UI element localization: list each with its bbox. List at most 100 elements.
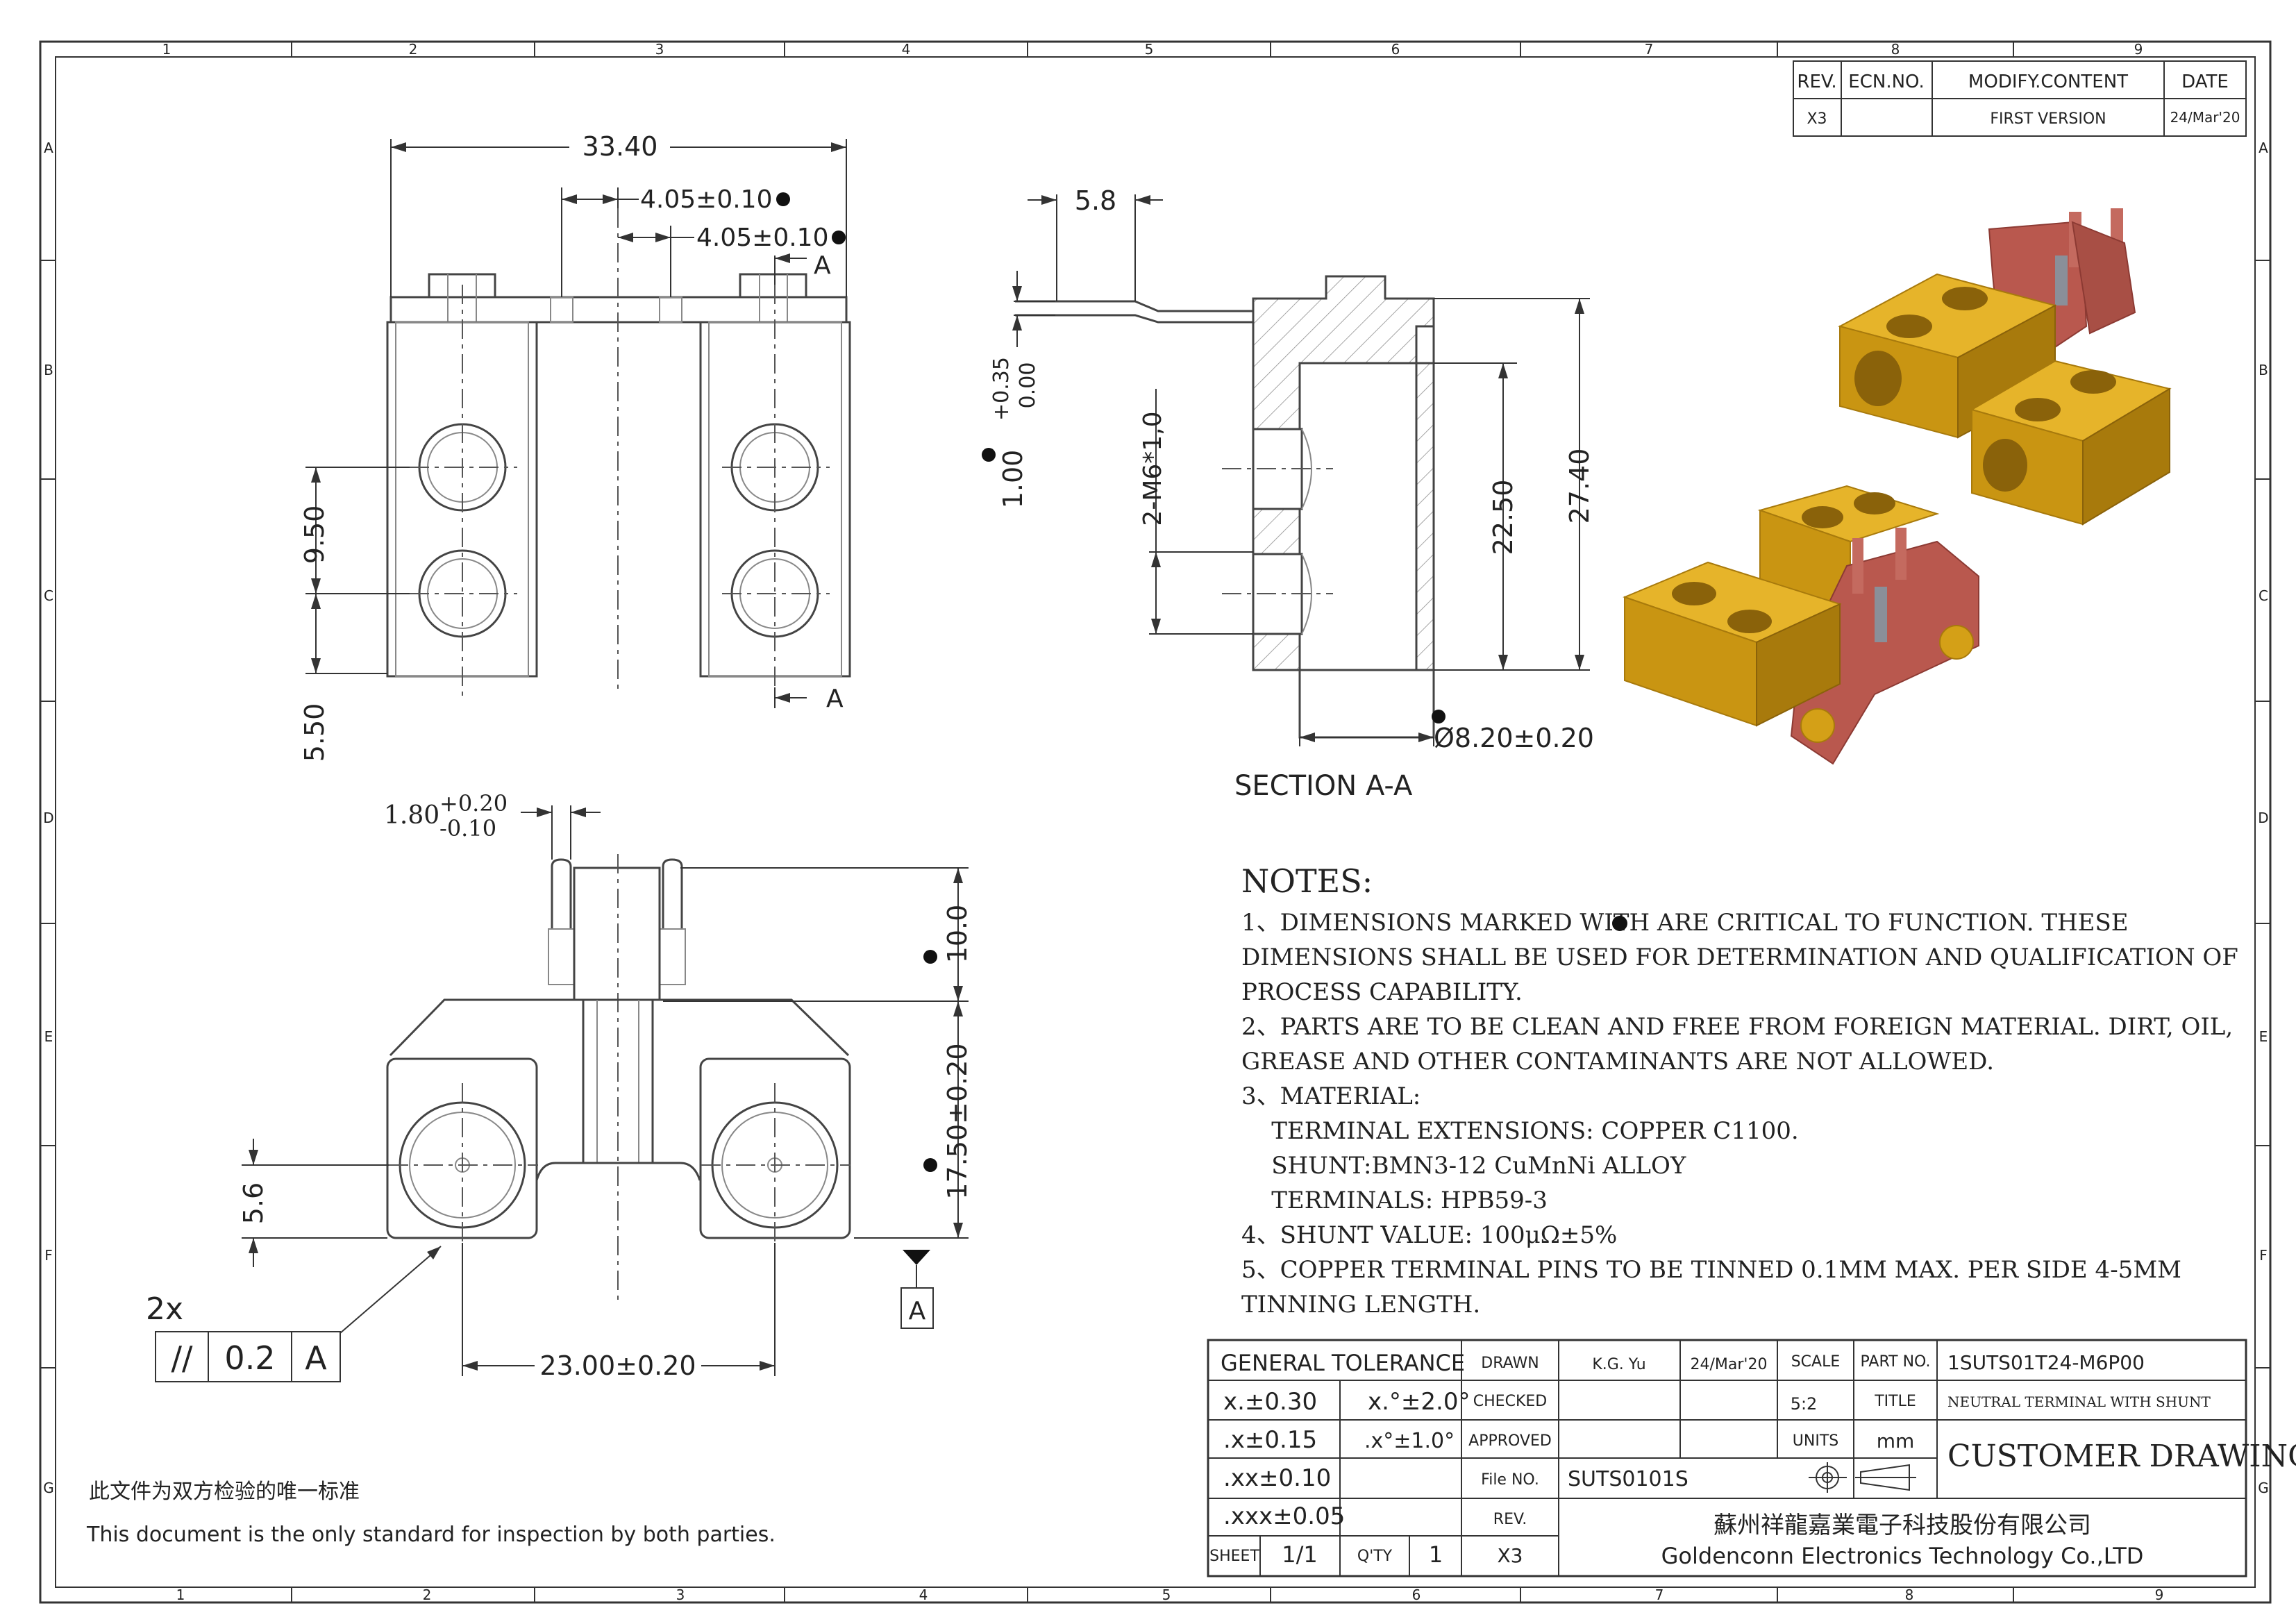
note-line: 3、MATERIAL: [1241, 1082, 1421, 1110]
file-no-label: File NO. [1481, 1471, 1539, 1489]
dim-section-pin-thickness: 1.00 [998, 450, 1028, 509]
row-letter-b: B [44, 362, 53, 378]
tolerance-linear-1: .x±0.15 [1223, 1426, 1317, 1454]
tolerance-angular-0: x.°±2.0° [1368, 1388, 1470, 1416]
row-letter-d: D [43, 810, 53, 826]
dim-section-pin-tol-upper: +0.35 [989, 357, 1014, 421]
note-line: 1、DIMENSIONS MARKED WITH ARE CRITICAL TO… [1241, 909, 2129, 937]
row-letter-a-right: A [2259, 140, 2268, 156]
drawn-by: K.G. Yu [1592, 1356, 1645, 1373]
dim-section-pin-tol-lower: 0.00 [1016, 362, 1040, 409]
top-view: 33.40 4.05±0.10 4.05±0.10 A A 9.50 5.50 [299, 131, 851, 762]
title-block: GENERAL TOLERANCE x.±0.30 x.°±2.0° .x±0.… [1207, 1339, 2296, 1577]
fcf-tolerance-value: 0.2 [224, 1339, 275, 1377]
drawn-date: 24/Mar'20 [1691, 1356, 1768, 1373]
row-letter-a: A [44, 140, 53, 156]
dim-depth-inner: 22.50 [1488, 480, 1518, 555]
col-num-4-bottom: 4 [919, 1587, 928, 1603]
critical-marker [1612, 916, 1627, 931]
frame: 1 2 3 4 5 6 7 8 9 1 2 3 4 5 6 7 8 9 A B … [39, 40, 2272, 1604]
tolerance-linear-0: x.±0.30 [1223, 1388, 1317, 1416]
row-letter-c: C [44, 587, 53, 604]
approved-label: APPROVED [1468, 1432, 1552, 1450]
scale-value: 5:2 [1791, 1394, 1818, 1414]
revision-table: REV. ECN.NO. MODIFY.CONTENT DATE X3 FIRS… [1793, 60, 2247, 137]
dim-bottom-pin-width: 1.80 [384, 801, 439, 830]
col-num-6-bottom: 6 [1412, 1587, 1421, 1603]
dim-bottom-pin-tol-lower: -0.10 [439, 815, 496, 842]
row-letter-g: G [43, 1480, 54, 1496]
part-no-label: PART NO. [1861, 1353, 1931, 1371]
notes: NOTES: 1、DIMENSIONS MARKED WITH ARE CRIT… [1241, 862, 2238, 1319]
critical-marker [982, 448, 996, 462]
checked-label: CHECKED [1473, 1393, 1547, 1410]
rev-header-rev: REV. [1797, 72, 1836, 92]
tolerance-linear-2: .xx±0.10 [1223, 1464, 1331, 1492]
fcf-parallelism-icon: // [171, 1339, 193, 1377]
iso-render [1623, 208, 2172, 765]
row-letter-f-right: F [2259, 1247, 2268, 1264]
title-value: NEUTRAL TERMINAL WITH SHUNT [1947, 1393, 2211, 1410]
footer-en: This document is the only standard for i… [86, 1523, 776, 1547]
col-num-4: 4 [902, 41, 911, 58]
qty-value: 1 [1429, 1541, 1443, 1568]
col-num-8: 8 [1891, 41, 1900, 58]
tolerance-linear-3: .xxx±0.05 [1223, 1502, 1345, 1530]
critical-marker [1432, 710, 1446, 723]
col-num-9: 9 [2134, 41, 2143, 58]
file-no-value: SUTS0101S [1568, 1467, 1689, 1491]
qty-label: Q'TY [1357, 1548, 1393, 1565]
datum-label: A [909, 1297, 926, 1325]
dim-pitch-1: 4.05±0.10 [640, 185, 772, 214]
footer-cn: 此文件为双方检验的唯一标准 [89, 1480, 360, 1504]
col-num-2: 2 [409, 41, 418, 58]
note-line: TERMINALS: HPB59-3 [1241, 1187, 1548, 1214]
sheet-label: SHEET [1209, 1548, 1259, 1565]
part-no-value: 1SUTS01T24-M6P00 [1947, 1351, 2145, 1374]
col-num-7-bottom: 7 [1655, 1587, 1664, 1603]
title-label: TITLE [1874, 1393, 1916, 1410]
section-marker-bottom: A [826, 685, 844, 713]
col-num-8-bottom: 8 [1905, 1587, 1914, 1603]
rev-value-block: X3 [1498, 1544, 1523, 1567]
rev-date-value: 24/Mar'20 [2170, 109, 2240, 126]
note-line: TERMINAL EXTENSIONS: COPPER C1100. [1241, 1117, 1799, 1145]
dim-overall-width: 33.40 [583, 131, 658, 162]
dim-hole-offset: 5.50 [299, 703, 330, 762]
row-letter-b-right: B [2259, 362, 2268, 378]
note-line: GREASE AND OTHER CONTAMINANTS ARE NOT AL… [1241, 1048, 1994, 1075]
col-num-6: 6 [1391, 41, 1400, 58]
note-line: DIMENSIONS SHALL BE USED FOR DETERMINATI… [1241, 944, 2238, 971]
row-letter-e-right: E [2259, 1028, 2268, 1045]
row-letter-g-right: G [2258, 1480, 2269, 1496]
drawing-type: CUSTOMER DRAWING [1947, 1439, 2296, 1474]
dim-section-pin-width: 5.8 [1075, 185, 1116, 216]
rev-header-content: MODIFY.CONTENT [1968, 72, 2128, 92]
col-num-7: 7 [1645, 41, 1654, 58]
dim-body-height: 17.50±0.20 [942, 1043, 973, 1199]
col-num-3-bottom: 3 [676, 1587, 685, 1603]
fcf-datum-ref: A [305, 1339, 327, 1377]
col-num-1-bottom: 1 [176, 1587, 185, 1603]
footer: 此文件为双方检验的唯一标准 This document is the only … [86, 1480, 776, 1547]
rev-label: REV. [1493, 1511, 1527, 1528]
dim-bottom-hole-offset: 5.6 [238, 1182, 269, 1224]
row-letter-f: F [44, 1247, 53, 1264]
row-letter-d-right: D [2258, 810, 2268, 826]
critical-marker [923, 950, 937, 964]
bottom-view: 1.80 +0.20 -0.10 10.0 17.50±0.20 A 5.6 2… [146, 790, 973, 1382]
col-num-5: 5 [1145, 41, 1154, 58]
rev-header-ecn: ECN.NO. [1848, 72, 1924, 92]
critical-marker [832, 231, 846, 244]
dim-thread-callout: 2-M6*1,0 [1139, 411, 1167, 526]
col-num-1: 1 [162, 41, 171, 58]
sheet-value: 1/1 [1282, 1541, 1318, 1568]
dim-bore-diameter: Ø8.20±0.20 [1434, 723, 1594, 753]
projection-symbol-icon [1809, 1462, 1916, 1493]
fcf-count: 2x [146, 1291, 183, 1327]
notes-heading: NOTES: [1241, 862, 1373, 900]
company-en: Goldenconn Electronics Technology Co.,LT… [1661, 1543, 2144, 1569]
critical-marker [923, 1158, 937, 1172]
dim-center-distance: 23.00±0.20 [539, 1350, 696, 1381]
